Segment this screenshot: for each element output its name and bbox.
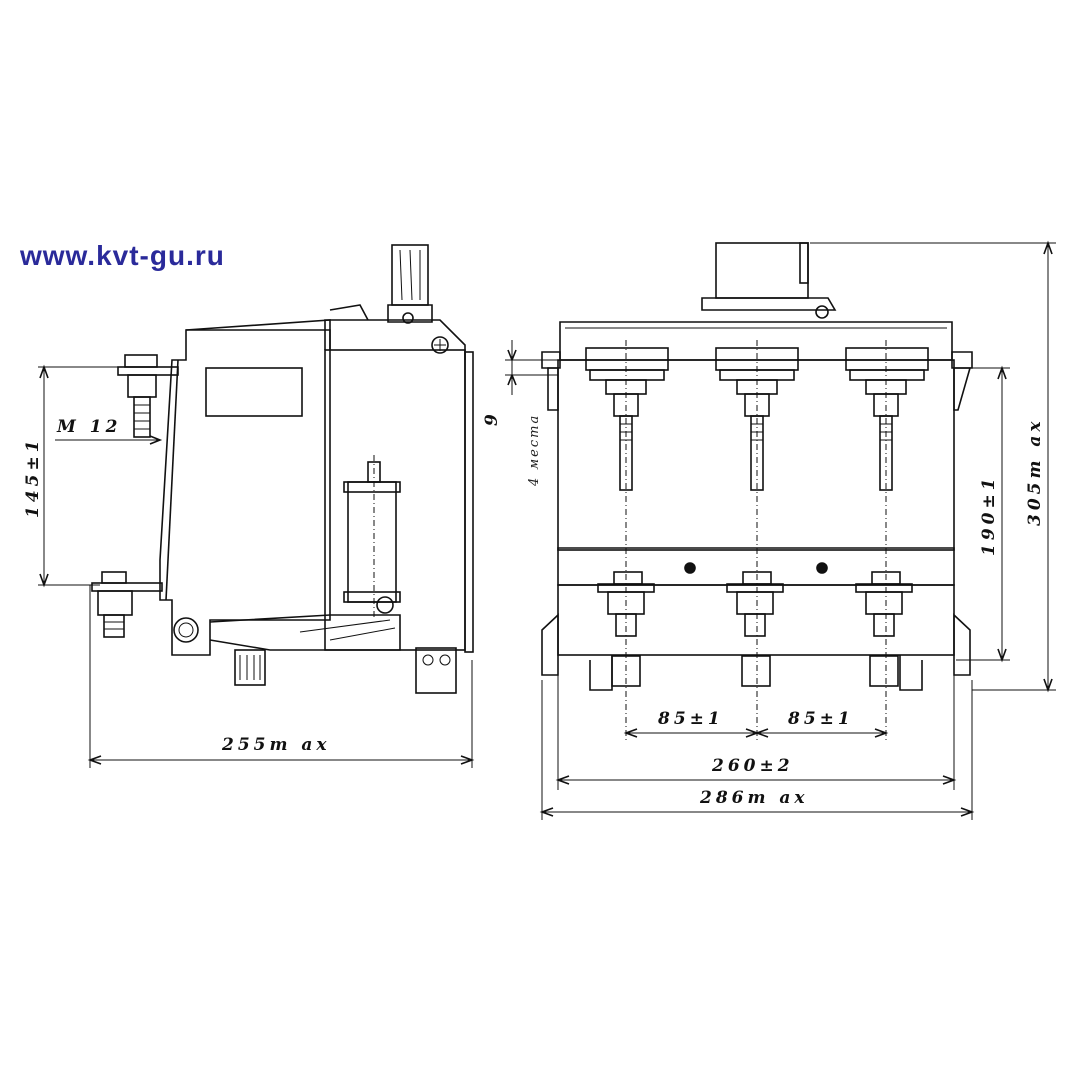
site-url[interactable]: www.kvt-gu.ru <box>20 240 225 271</box>
dim-mount-height: 190±1 <box>979 474 999 556</box>
dim-total-height: 305m ax <box>1025 417 1045 526</box>
dim-pitch-right: 85±1 <box>787 709 854 729</box>
front-view <box>505 240 1056 820</box>
dim-side-width: 255m ax <box>221 735 331 755</box>
dim-side-height: 145±1 <box>23 436 43 518</box>
dim-mount-width: 260±2 <box>711 756 794 776</box>
dim-hole-size: 9 <box>482 410 502 426</box>
dim-thread: M 12 <box>56 417 121 437</box>
side-view <box>38 244 475 768</box>
dim-hole-note: 4 места <box>527 414 542 487</box>
dim-total-width: 286m ax <box>699 788 809 808</box>
dim-pitch-left: 85±1 <box>657 709 724 729</box>
